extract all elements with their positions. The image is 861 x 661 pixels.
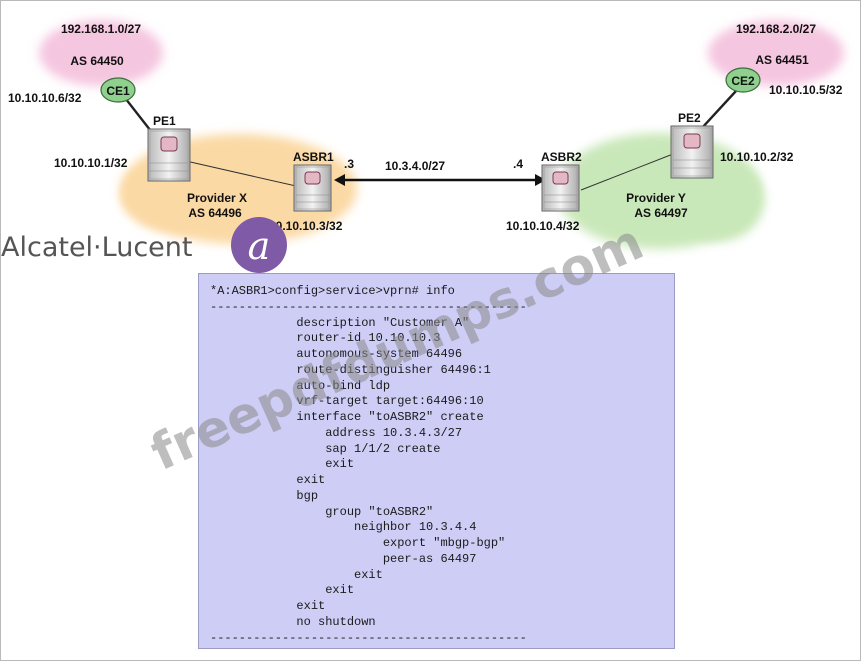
customer-left-subnet: 192.168.1.0/27 bbox=[61, 22, 141, 36]
provider-x-name: Provider X bbox=[187, 191, 247, 205]
provider-y-as: AS 64497 bbox=[634, 206, 688, 220]
ce1-address: 10.10.10.6/32 bbox=[8, 91, 82, 105]
provider-y-name: Provider Y bbox=[626, 191, 686, 205]
pe1-router-icon bbox=[147, 128, 191, 182]
config-line: neighbor 10.3.4.4 bbox=[210, 520, 477, 535]
alcatel-lucent-logo-text: Alcatel·Lucent bbox=[1, 232, 192, 263]
customer-left-as: AS 64450 bbox=[70, 54, 124, 68]
asbr2-router-icon bbox=[541, 164, 580, 212]
ce1-label: CE1 bbox=[106, 84, 130, 98]
ce2-label: CE2 bbox=[731, 74, 755, 88]
config-line: description "Customer A" bbox=[210, 315, 470, 330]
config-line: export "mbgp-bgp" bbox=[210, 536, 506, 550]
link-pe2-ce2 bbox=[700, 90, 737, 130]
config-line: exit bbox=[210, 473, 326, 487]
ce2-router-icon: CE2 bbox=[725, 67, 761, 93]
config-line: bgp bbox=[210, 488, 319, 503]
config-line: route-distinguisher 64496:1 bbox=[210, 362, 491, 377]
ce2-address: 10.10.10.5/32 bbox=[769, 83, 843, 97]
link-subnet: 10.3.4.0/27 bbox=[385, 159, 445, 173]
provider-x-as: AS 64496 bbox=[188, 206, 242, 220]
config-line: exit bbox=[210, 567, 383, 582]
config-output-panel: *A:ASBR1>config>service>vprn# info------… bbox=[198, 273, 675, 649]
asbr1-interface-suffix: .3 bbox=[344, 157, 354, 171]
pe2-address: 10.10.10.2/32 bbox=[720, 150, 794, 164]
arrowhead-right bbox=[535, 174, 546, 186]
pe2-label: PE2 bbox=[678, 111, 701, 125]
config-line: interface "toASBR2" create bbox=[210, 410, 484, 424]
config-line: sap 1/1/2 create bbox=[210, 441, 441, 456]
arrowhead-left bbox=[334, 174, 345, 186]
config-line: ----------------------------------------… bbox=[210, 299, 527, 314]
asbr1-router-icon bbox=[293, 164, 332, 212]
config-line: vrf-target target:64496:10 bbox=[210, 394, 484, 409]
logo-mark: a bbox=[248, 224, 271, 268]
asbr1-address: 10.10.10.3/32 bbox=[269, 219, 343, 233]
pe1-address: 10.10.10.1/32 bbox=[54, 156, 128, 170]
asbr2-address: 10.10.10.4/32 bbox=[506, 219, 580, 233]
config-line: exit bbox=[210, 583, 355, 598]
config-line: *A:ASBR1>config>service>vprn# info bbox=[210, 284, 455, 298]
link-asbr2-pe2 bbox=[580, 153, 674, 191]
config-line: exit bbox=[210, 457, 355, 472]
config-line: router-id 10.10.10.3 bbox=[210, 331, 441, 346]
customer-right-subnet: 192.168.2.0/27 bbox=[736, 22, 816, 36]
config-line: autonomous-system 64496 bbox=[210, 347, 463, 361]
config-line: peer-as 64497 bbox=[210, 551, 477, 566]
config-line: no shutdown bbox=[210, 614, 376, 629]
config-line: group "toASBR2" bbox=[210, 504, 434, 519]
asbr2-label: ASBR2 bbox=[541, 150, 582, 164]
config-line: address 10.3.4.3/27 bbox=[210, 425, 463, 440]
customer-right-as: AS 64451 bbox=[755, 53, 809, 67]
alcatel-lucent-logo-icon: a bbox=[231, 217, 287, 273]
asbr1-label: ASBR1 bbox=[293, 150, 334, 164]
link-pe1-asbr1 bbox=[185, 160, 297, 187]
config-line: exit bbox=[210, 599, 326, 613]
config-lines: *A:ASBR1>config>service>vprn# info------… bbox=[210, 284, 527, 646]
ce1-router-icon: CE1 bbox=[100, 77, 136, 103]
config-line: auto-bind ldp bbox=[210, 378, 391, 393]
customer-cloud-left bbox=[39, 20, 163, 86]
pe1-label: PE1 bbox=[153, 114, 176, 128]
pe2-router-icon bbox=[670, 125, 714, 179]
config-line: ----------------------------------------… bbox=[210, 630, 527, 645]
asbr2-interface-suffix: .4 bbox=[513, 157, 523, 171]
